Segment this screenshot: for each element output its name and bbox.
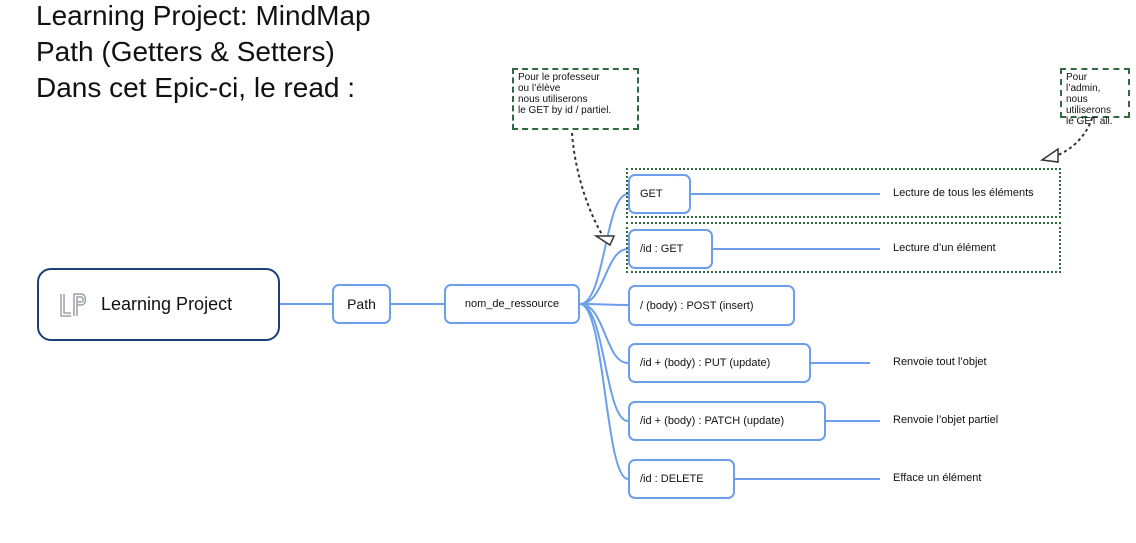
root-node[interactable]: Learning Project (37, 268, 280, 341)
note-admin: Pour l’admin, nous utiliserons le GET al… (1060, 68, 1130, 127)
endpoint-get[interactable]: GET (628, 174, 691, 214)
endpoint-put[interactable]: /id + (body) : PUT (update) (628, 343, 811, 383)
callout-arrow-admin (1057, 117, 1093, 156)
note-professor: Pour le professeur ou l’élève nous utili… (512, 68, 639, 130)
desc-patch: Renvoie l’objet partiel (893, 414, 999, 426)
endpoint-get-by-id[interactable]: /id : GET (628, 229, 713, 269)
endpoint-delete[interactable]: /id : DELETE (628, 459, 735, 499)
endpoint-get-by-id-label: /id : GET (640, 243, 684, 255)
desc-delete: Efface un élément (893, 472, 982, 484)
path-node[interactable]: Path (332, 284, 391, 324)
resource-label: nom_de_ressource (464, 298, 560, 310)
endpoint-patch-label: /id + (body) : PATCH (update) (640, 415, 785, 427)
desc-put: Renvoie tout l’objet (893, 356, 987, 368)
title-line-2: Path (Getters & Setters) (36, 36, 335, 67)
arrowhead-admin (1039, 147, 1059, 163)
edge-resource-put (579, 303, 629, 364)
callout-arrow-professor (571, 132, 604, 237)
arrowhead-professor (593, 235, 616, 247)
edge-resource-delete (579, 303, 629, 480)
get-by-id-group-box (626, 222, 1061, 273)
learning-project-logo-icon (60, 292, 87, 317)
endpoint-post[interactable]: / (body) : POST (insert) (628, 285, 795, 326)
edge-resource-patch (579, 303, 629, 422)
resource-node[interactable]: nom_de_ressource (444, 284, 580, 324)
endpoint-patch[interactable]: /id + (body) : PATCH (update) (628, 401, 826, 441)
get-all-group-box (626, 168, 1061, 218)
endpoint-get-label: GET (640, 188, 663, 200)
edge-resource-getid (579, 248, 629, 305)
title-line-1: Learning Project: MindMap (36, 0, 371, 31)
endpoint-delete-label: /id : DELETE (640, 473, 704, 485)
edge-resource-get (579, 193, 629, 305)
title-line-3: Dans cet Epic-ci, le read : (36, 72, 356, 103)
desc-get-by-id: Lecture d’un élément (893, 242, 996, 254)
path-label: Path (347, 296, 376, 312)
endpoint-put-label: /id + (body) : PUT (update) (640, 357, 771, 369)
desc-get-all: Lecture de tous les éléments (893, 187, 1034, 199)
root-label: Learning Project (101, 294, 233, 314)
endpoint-post-label: / (body) : POST (insert) (640, 299, 754, 312)
